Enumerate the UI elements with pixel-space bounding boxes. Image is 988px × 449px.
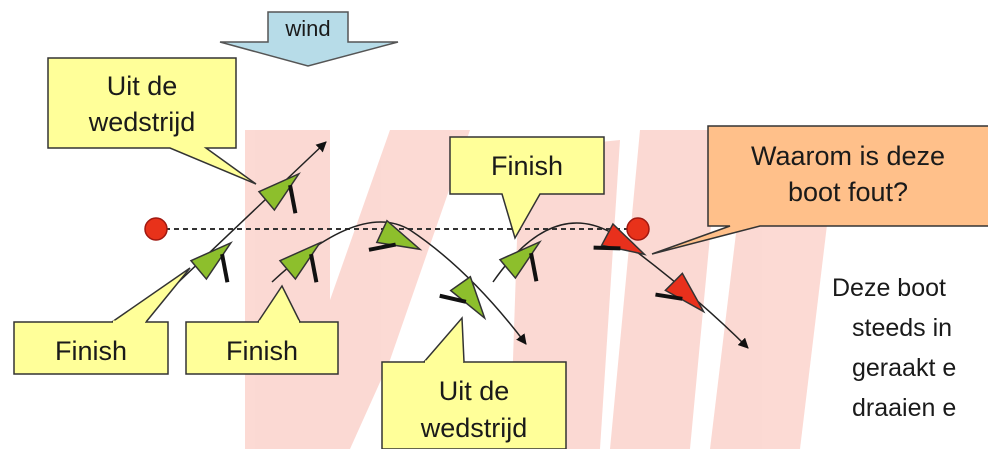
boat-red-lower	[655, 272, 706, 314]
boat-green-left	[189, 241, 233, 283]
committee-mark-left	[144, 217, 168, 241]
callout-out-bottom-line2: wedstrijd	[420, 413, 528, 443]
callout-finish-mid-text: Finish	[226, 336, 298, 366]
course-path-2	[271, 221, 527, 345]
callout-finish-left: Finish	[13, 267, 191, 375]
course-path-1	[167, 141, 327, 293]
explanation-line1: Deze boot	[832, 274, 946, 302]
boat-green-top	[257, 172, 301, 214]
committee-mark-right	[626, 217, 650, 241]
explanation-line3: geraakt e	[852, 354, 956, 382]
boat-green-bottom	[439, 275, 487, 321]
callout-question: Waarom is deze boot fout?	[651, 125, 988, 255]
explanation-text: Deze boot steeds in geraakt e draaien e	[832, 274, 956, 422]
callout-out-bottom-line1: Uit de	[439, 376, 510, 406]
explanation-line2: steeds in	[852, 314, 952, 342]
boat-green-finish	[498, 240, 542, 282]
explanation-line4: draaien e	[852, 394, 956, 422]
callout-finish-left-text: Finish	[55, 336, 127, 366]
wind-label: wind	[284, 16, 330, 41]
boat-red-upper	[593, 222, 647, 256]
callout-out-top: Uit de wedstrijd	[47, 57, 257, 185]
boat-green-turning	[368, 219, 423, 252]
callout-out-top-line1: Uit de	[107, 71, 178, 101]
callout-question-line2: boot fout?	[788, 177, 908, 207]
callout-out-bottom: Uit de wedstrijd	[381, 316, 567, 449]
wind-arrow: wind	[219, 11, 399, 67]
callout-finish-top-text: Finish	[491, 151, 563, 181]
boat-green-mid	[278, 241, 322, 283]
callout-finish-mid: Finish	[185, 284, 339, 375]
callout-out-top-line2: wedstrijd	[88, 107, 196, 137]
callout-finish-top: Finish	[449, 136, 605, 240]
callout-question-line1: Waarom is deze	[751, 141, 945, 171]
